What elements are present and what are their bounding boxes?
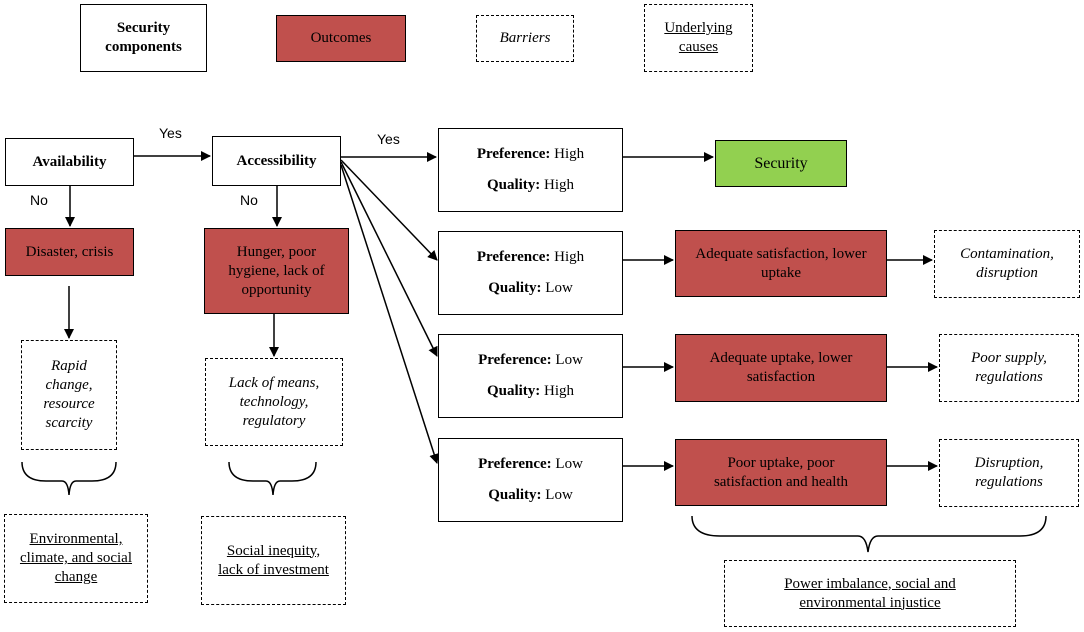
pq1-pref-value: High <box>554 146 585 162</box>
node-pq-low-high: Preference: Low Quality: High <box>438 334 623 418</box>
edge-label-yes-1: Yes <box>159 125 182 141</box>
node-pq-high-high: Preference: High Quality: High <box>438 128 623 212</box>
node-rapid-change: Rapid change, resource scarcity <box>21 340 117 450</box>
edge-accessibility-pq4 <box>340 164 439 464</box>
pq4-qual-label: Quality: <box>488 487 542 503</box>
pq1-pref-label: Preference: <box>476 146 551 162</box>
node-security: Security <box>715 140 847 187</box>
pq3-pref-value: Low <box>555 352 583 368</box>
node-outcome-uptake: Adequate uptake, lower satisfaction <box>675 334 887 402</box>
node-power-imbalance: Power imbalance, social and environmenta… <box>724 560 1016 627</box>
node-social-inequity: Social inequity, lack of investment <box>201 516 346 605</box>
brace-left <box>21 461 117 496</box>
node-outcome-satisfaction: Adequate satisfaction, lower uptake <box>675 230 887 297</box>
node-barrier-supply: Poor supply, regulations <box>939 334 1079 402</box>
pq1-qual-value: High <box>544 177 575 193</box>
pq3-qual-label: Quality: <box>486 383 541 399</box>
pq3-pref-label: Preference: <box>478 352 552 368</box>
brace-middle <box>228 461 317 496</box>
node-outcome-poor: Poor uptake, poor satisfaction and healt… <box>675 439 887 506</box>
pq2-pref-value: High <box>554 249 585 265</box>
node-availability: Availability <box>5 138 134 186</box>
pq4-pref-label: Preference: <box>478 456 552 472</box>
node-hunger: Hunger, poor hygiene, lack of opportunit… <box>204 228 349 314</box>
edge-label-no-1: No <box>30 192 48 208</box>
node-pq-low-low: Preference: Low Quality: Low <box>438 438 623 522</box>
legend-underlying-causes: Underlying causes <box>644 4 753 72</box>
pq1-qual-label: Quality: <box>486 177 541 193</box>
pq2-qual-value: Low <box>545 280 573 296</box>
edge-label-yes-2: Yes <box>377 131 400 147</box>
node-pq-high-low: Preference: High Quality: Low <box>438 231 623 315</box>
node-barrier-contamination: Contamination, disruption <box>934 230 1080 298</box>
edge-accessibility-pq3 <box>340 161 438 357</box>
pq2-pref-label: Preference: <box>476 249 551 265</box>
edge-label-no-2: No <box>240 192 258 208</box>
legend-outcomes: Outcomes <box>276 15 406 62</box>
node-environmental: Environmental, climate, and social chang… <box>4 514 148 603</box>
pq3-qual-value: High <box>544 383 575 399</box>
node-accessibility: Accessibility <box>212 136 341 186</box>
pq2-qual-label: Quality: <box>488 280 542 296</box>
node-lack-of-means: Lack of means, technology, regulatory <box>205 358 343 446</box>
edge-accessibility-pq2 <box>340 159 438 261</box>
pq4-pref-value: Low <box>555 456 583 472</box>
node-disaster: Disaster, crisis <box>5 228 134 276</box>
legend-barriers: Barriers <box>476 15 574 62</box>
brace-right <box>691 515 1047 553</box>
legend-security-components: Security components <box>80 4 207 72</box>
pq4-qual-value: Low <box>545 487 573 503</box>
node-barrier-disruption: Disruption, regulations <box>939 439 1079 507</box>
